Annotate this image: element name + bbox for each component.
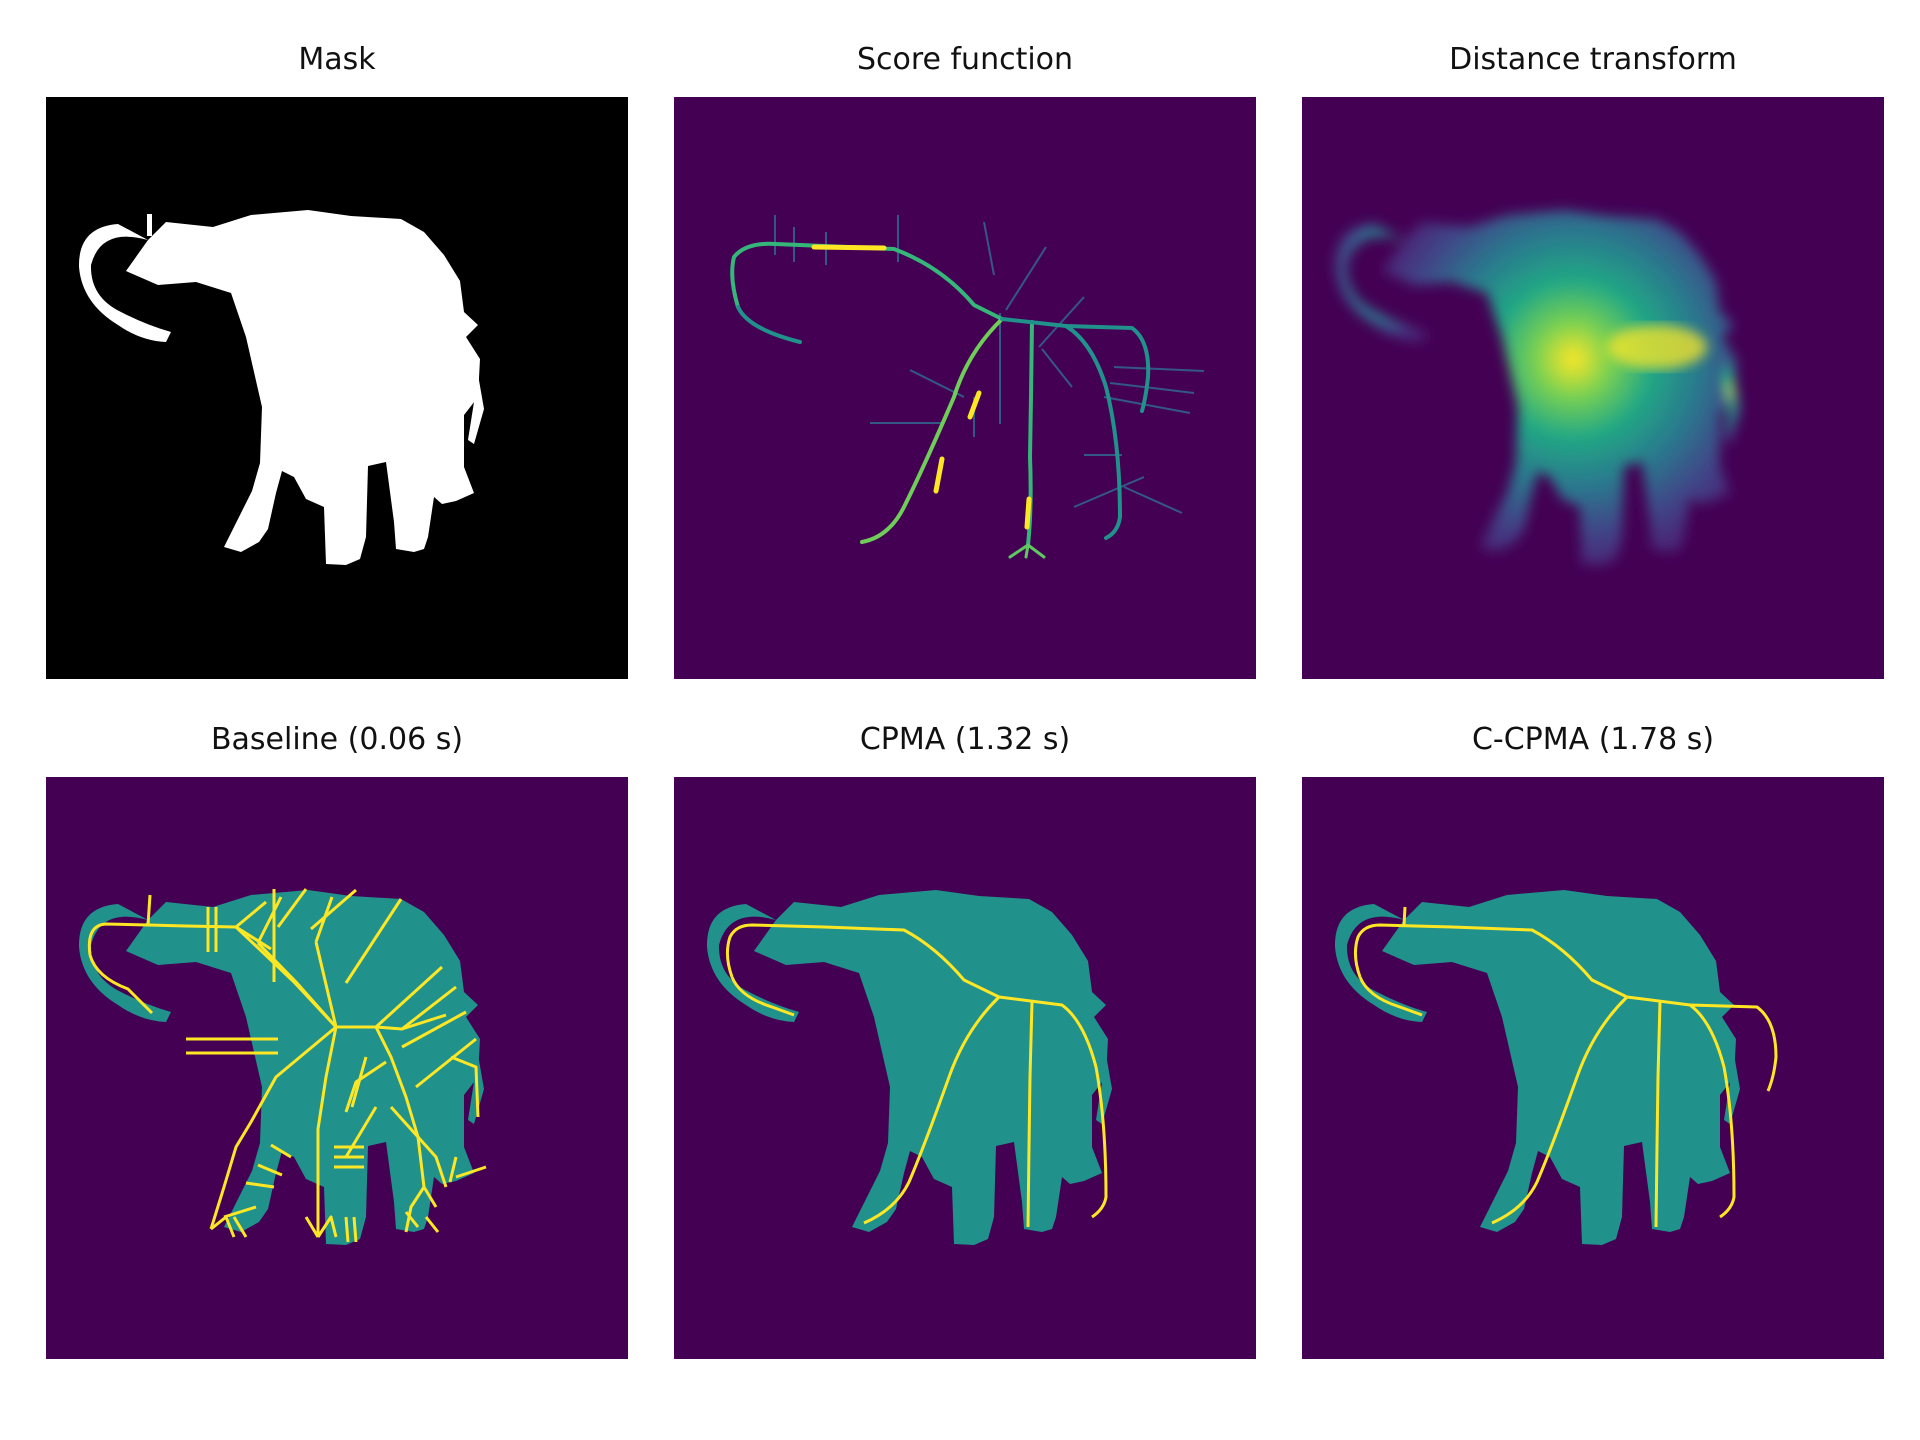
score-function-image <box>674 97 1256 679</box>
panel-title-mask: Mask <box>298 42 376 77</box>
distance-transform-image <box>1302 97 1884 679</box>
panel-title-cpma: CPMA (1.32 s) <box>859 722 1071 757</box>
panel-title-baseline: Baseline (0.06 s) <box>210 722 464 757</box>
ccpma-skeleton-image <box>1302 777 1884 1359</box>
cpma-skeleton-image <box>674 777 1256 1359</box>
panel-title-distance: Distance transform <box>1449 42 1737 77</box>
mask-image <box>46 97 628 679</box>
panel-title-score: Score function <box>856 42 1074 77</box>
panel-title-ccpma: C-CPMA (1.78 s) <box>1471 722 1715 757</box>
baseline-skeleton-image <box>46 777 628 1359</box>
